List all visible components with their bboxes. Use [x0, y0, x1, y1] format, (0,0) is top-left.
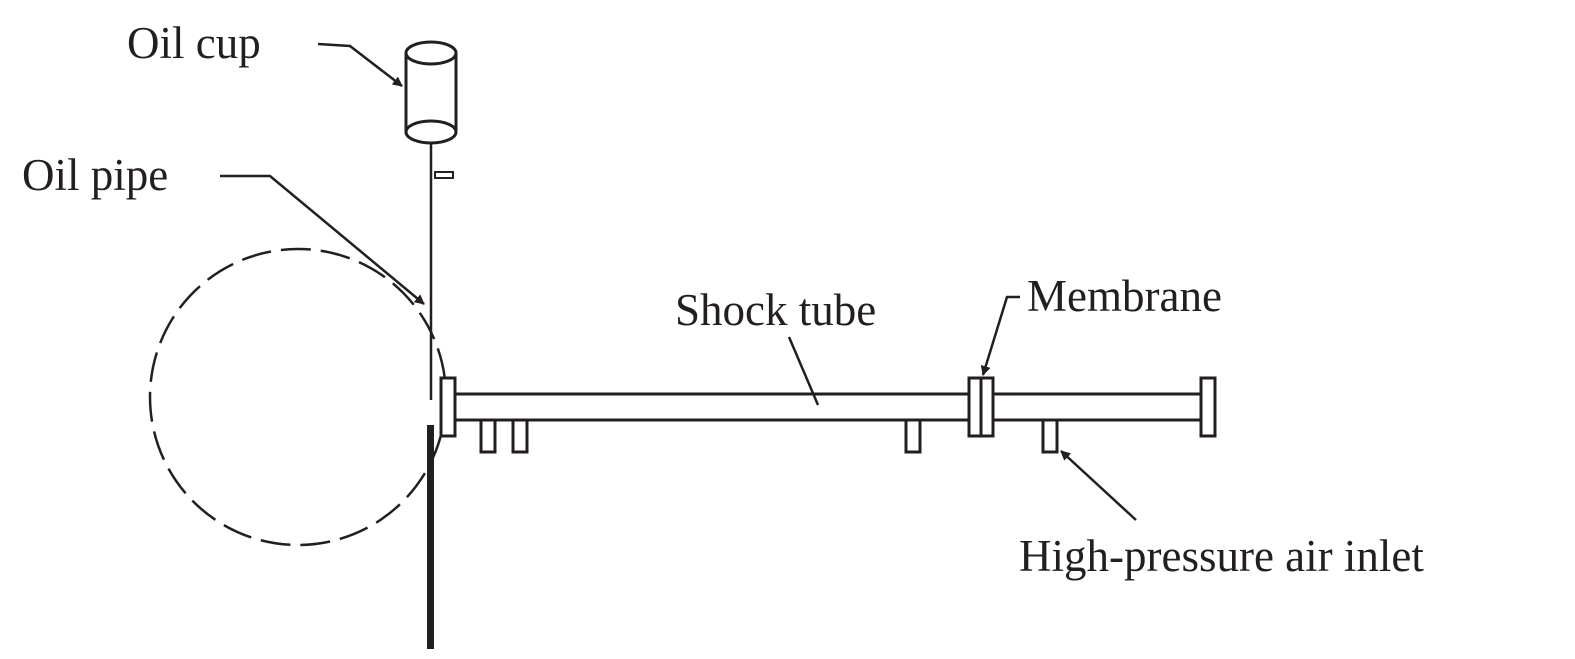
oil-cup-shape [404, 40, 458, 145]
shock-tube-label: Shock tube [675, 285, 876, 335]
oil-pipe-leader [220, 174, 425, 305]
oil-cup-leader [317, 42, 403, 87]
oil-cup-label: Oil cup [127, 18, 261, 68]
membrane-leader [980, 295, 1020, 376]
air-inlet-leader [1060, 450, 1137, 521]
shock-tube-leader [787, 336, 820, 406]
oil-pipe-label: Oil pipe [22, 150, 168, 200]
oil-pipe-shape [429, 143, 454, 400]
dashed-circle [148, 247, 448, 547]
air-inlet-label: High-pressure air inlet [1019, 531, 1424, 581]
shock-tube-shape [439, 376, 1217, 454]
membrane-label: Membrane [1027, 271, 1222, 321]
wall-plate [427, 425, 434, 649]
